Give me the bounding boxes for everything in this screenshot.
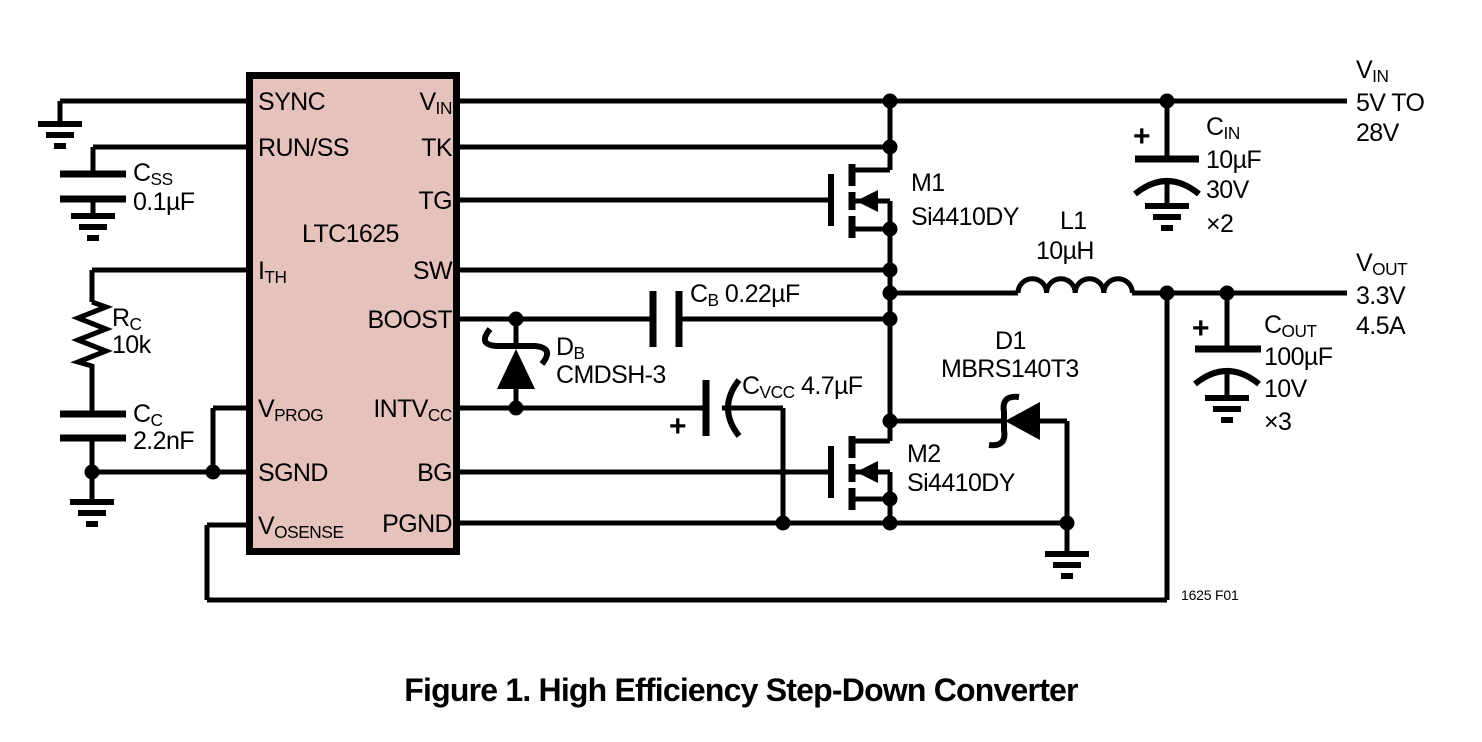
figure-caption: Figure 1. High Efficiency Step-Down Conv… <box>404 672 1078 708</box>
pin-tg: TG <box>418 187 452 215</box>
pin-ith: ITH <box>258 257 287 287</box>
ground-symbols <box>38 121 1249 579</box>
label-cin-voltage: 30V <box>1206 176 1249 204</box>
rail-vout-current: 4.5A <box>1356 312 1406 340</box>
pin-boost: BOOST <box>367 306 452 334</box>
label-m2: M2 <box>907 440 941 468</box>
label-m1: M1 <box>911 169 945 197</box>
mosfet-m1-symbol <box>828 164 890 238</box>
ic-name: LTC1625 <box>302 220 399 248</box>
rail-vin-range2: 28V <box>1356 119 1399 147</box>
rail-vin: VIN <box>1356 56 1389 86</box>
resistor-rc-symbol <box>70 299 114 369</box>
label-l1-value: 10µH <box>1036 237 1094 265</box>
rail-vout-voltage: 3.3V <box>1356 282 1406 310</box>
label-cc: CC <box>133 400 163 430</box>
label-cin: CIN <box>1206 113 1240 143</box>
label-cc-value: 2.2nF <box>133 427 195 455</box>
label-cout-voltage: 10V <box>1264 375 1307 403</box>
label-db-part: CMDSH-3 <box>556 361 666 389</box>
label-m2-part: Si4410DY <box>907 469 1015 497</box>
label-db: DB <box>556 333 585 363</box>
label-css: CSS <box>133 159 173 189</box>
cvcc-plus-sign: + <box>669 410 687 443</box>
capacitor-plates <box>60 155 1261 442</box>
pin-intvcc: INTVCC <box>373 395 452 425</box>
inductor-l1-symbol <box>1015 276 1135 294</box>
pin-sgnd: SGND <box>258 459 328 487</box>
diode-db-symbol <box>481 327 551 389</box>
pin-bg: BG <box>417 459 453 487</box>
junction-dots <box>84 93 1235 531</box>
label-m1-part: Si4410DY <box>911 203 1019 231</box>
pin-tk: TK <box>421 134 452 162</box>
pin-vin: VIN <box>419 88 452 118</box>
label-cin-count: ×2 <box>1206 210 1234 238</box>
rail-vin-range1: 5V TO <box>1356 89 1425 117</box>
label-rc-value: 10k <box>112 331 151 359</box>
label-d1: D1 <box>995 327 1026 355</box>
label-l1: L1 <box>1060 207 1087 235</box>
diode-d1-symbol <box>988 393 1040 449</box>
rail-vout: VOUT <box>1356 249 1408 279</box>
label-css-value: 0.1µF <box>133 188 195 216</box>
label-cout: COUT <box>1264 311 1317 341</box>
figure-ref: 1625 F01 <box>1181 587 1239 603</box>
label-d1-part: MBRS140T3 <box>941 355 1079 383</box>
pin-sw: SW <box>412 257 453 285</box>
cin-plus-sign: + <box>1133 120 1151 153</box>
label-cin-value: 10µF <box>1206 146 1262 174</box>
label-rc: RC <box>112 304 142 334</box>
label-cb: CB 0.22µF <box>690 280 800 310</box>
pin-sync: SYNC <box>258 88 326 116</box>
cout-plus-sign: + <box>1192 312 1210 345</box>
mosfet-m2-symbol <box>828 436 890 510</box>
pin-runss: RUN/SS <box>258 134 349 162</box>
pin-vprog: VPROG <box>258 395 324 425</box>
label-cout-value: 100µF <box>1264 343 1333 371</box>
pin-pgnd: PGND <box>382 510 452 538</box>
label-cvcc: CVCC 4.7µF <box>742 372 863 402</box>
ic-block-ltc1625 <box>246 72 460 555</box>
wire-set <box>57 98 1347 603</box>
label-cout-count: ×3 <box>1264 408 1292 436</box>
pin-vosense: VOSENSE <box>258 512 344 542</box>
capacitor-curved-plates <box>725 178 1261 438</box>
